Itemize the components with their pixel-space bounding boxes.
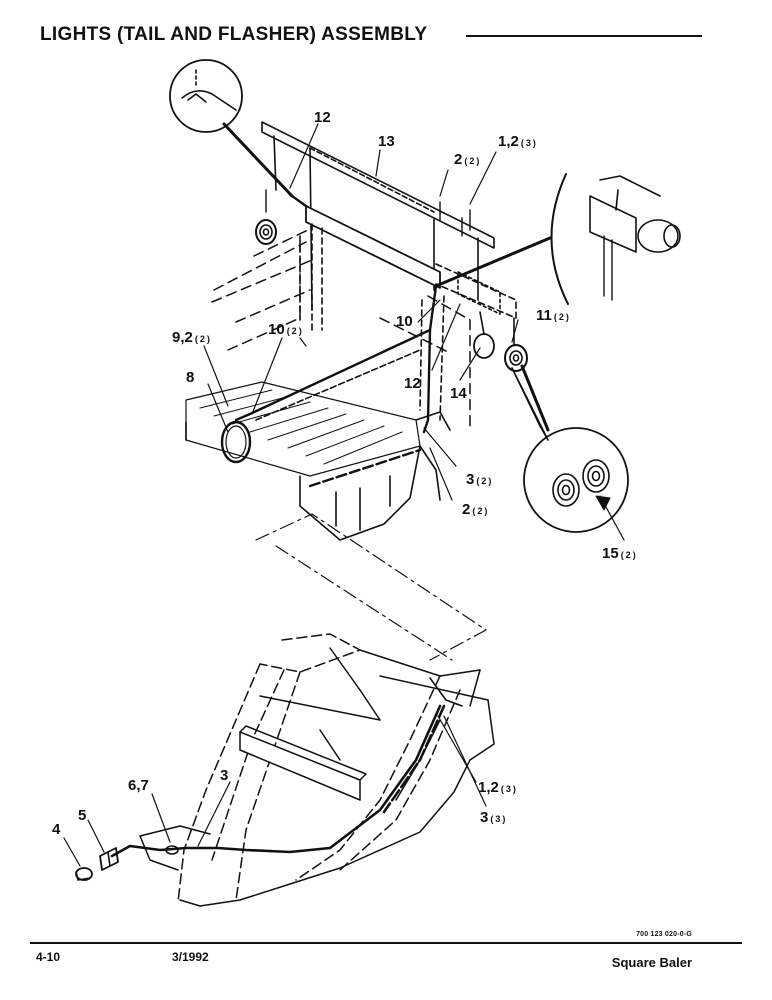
callout-1-2-lower: 1,2(3) <box>478 779 518 796</box>
light-bar <box>261 121 495 311</box>
product-name: Square Baler <box>611 955 692 970</box>
connector-cap <box>75 867 93 881</box>
tail-light-left <box>255 219 277 245</box>
callout-3-upper: 3(2) <box>466 471 493 488</box>
callout-10-left: 10(2) <box>268 321 304 338</box>
callout-6-7: 6,7 <box>128 777 149 794</box>
tongue-frame <box>139 633 495 907</box>
amber-light <box>473 311 495 359</box>
callout-2-upper: 2(2) <box>462 501 489 518</box>
revision-date: 3/1992 <box>172 950 209 964</box>
callout-5: 5 <box>78 807 86 824</box>
callout-1-2-top: 1,2(3) <box>498 133 538 150</box>
document-number: 700 123 020-0-G <box>636 931 692 938</box>
page-title: LIGHTS (TAIL AND FLASHER) ASSEMBLY <box>40 24 428 45</box>
detail-circle-reflectors <box>511 364 629 533</box>
callout-4: 4 <box>52 821 61 838</box>
callout-3-lower: 3 <box>220 767 228 784</box>
callout-15: 15(2) <box>602 545 638 562</box>
detail-arc-lamp <box>434 173 681 305</box>
harness-clip <box>165 845 179 855</box>
callout-13: 13 <box>378 133 395 150</box>
callout-11: 11(2) <box>536 307 571 324</box>
page-number: 4-10 <box>36 950 61 964</box>
connector-plug <box>99 847 119 871</box>
title-rule <box>466 35 702 37</box>
flasher-light <box>504 317 528 372</box>
callout-3-3-lower: 3(3) <box>480 809 507 826</box>
callout-10-right: 10 <box>396 313 413 330</box>
footer-rule <box>30 942 742 944</box>
callout-12-top: 12 <box>314 109 331 126</box>
callout-9-2: 9,2(2) <box>172 329 212 346</box>
wire-coil <box>220 420 252 464</box>
callout-14: 14 <box>450 385 467 402</box>
detail-circle-plug <box>169 59 294 198</box>
callout-12-mid: 12 <box>404 375 421 392</box>
assembly-diagram: 12 13 2(2) 1,2(3) 11(2) 9,2(2) 10(2) 10 … <box>52 59 681 907</box>
callout-8: 8 <box>186 369 194 386</box>
callout-2-top: 2(2) <box>454 151 481 168</box>
